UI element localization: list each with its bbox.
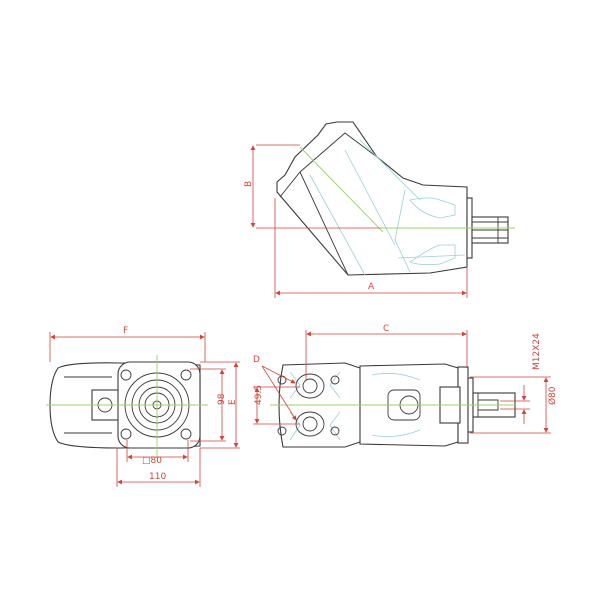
dimension-98-label: 98 bbox=[217, 393, 227, 405]
port-d-label: D bbox=[253, 355, 260, 365]
dimension-a-label: A bbox=[368, 282, 375, 292]
front-view: F 98 E □80 110 bbox=[46, 326, 240, 487]
top-view: C D 49.5 M12X24 Ø80 bbox=[253, 324, 558, 448]
thread-m12x24-label: M12X24 bbox=[532, 333, 542, 370]
dimension-f-label: F bbox=[123, 326, 128, 336]
dimension-49-5-label: 49.5 bbox=[254, 385, 264, 405]
dimension-110-label: 110 bbox=[149, 472, 166, 482]
dimension-e-label: E bbox=[228, 399, 238, 405]
side-view: B A bbox=[244, 121, 515, 298]
dimension-b-label: B bbox=[244, 181, 254, 187]
dimension-square-80-label: □80 bbox=[142, 456, 162, 466]
dimension-c-label: C bbox=[383, 324, 389, 334]
shaft-diameter-label: Ø80 bbox=[547, 386, 558, 405]
